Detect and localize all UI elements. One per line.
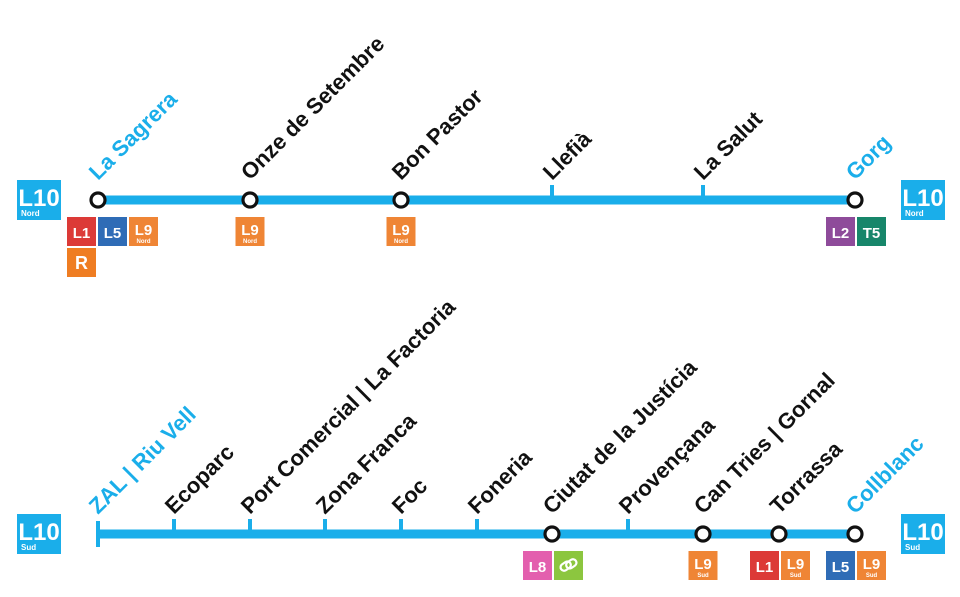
connection-badge-label: L9 <box>241 222 259 239</box>
station-name: Foc <box>387 473 432 518</box>
svg-text:Nord: Nord <box>905 209 924 218</box>
connection-badge-label: L9 <box>135 222 153 239</box>
connection-badge-label: L9 <box>694 556 712 573</box>
connection-badge-label: L9 <box>863 556 881 573</box>
connection-badge-label: L1 <box>73 225 91 242</box>
fgc-icon <box>559 558 578 572</box>
line-badge-right-south[interactable]: L10 Sud <box>901 514 945 554</box>
connection-badge-sublabel: Nord <box>394 239 408 245</box>
svg-text:L10: L10 <box>902 185 943 212</box>
connection-badge-l1-la-sagrera[interactable]: L1 <box>67 217 96 246</box>
interchange-marker <box>543 525 561 543</box>
svg-text:Sud: Sud <box>21 543 36 552</box>
connection-badge-l8-ciutat-de-la-justicia[interactable]: L8 <box>523 551 552 580</box>
connection-badge-label: L1 <box>756 559 774 576</box>
connection-badge-label: L9 <box>787 556 805 573</box>
connection-badge-label: L2 <box>832 225 850 242</box>
station-name: Can Tries | Gornal <box>689 368 840 519</box>
connection-badge-sublabel: Sud <box>697 573 709 579</box>
svg-text:L10: L10 <box>18 519 59 546</box>
connection-badge-sublabel: Sud <box>866 573 878 579</box>
connection-badge-label: T5 <box>863 225 881 242</box>
interchange-marker <box>846 525 864 543</box>
station-la-salut[interactable]: La Salut <box>689 106 768 200</box>
line-badge-left-north[interactable]: L10 Nord <box>17 180 61 220</box>
connection-badge-label: L8 <box>529 559 547 576</box>
svg-text:Sud: Sud <box>905 543 920 552</box>
connection-badge-label: R <box>75 253 88 273</box>
connection-badge-r-la-sagrera[interactable]: R <box>67 248 96 277</box>
interchange-marker <box>846 191 864 209</box>
station-name: La Salut <box>689 106 768 185</box>
station-name: Foneria <box>463 444 537 518</box>
station-name: Torrassa <box>765 436 848 519</box>
connection-badge-sublabel: Nord <box>137 239 151 245</box>
interchange-marker <box>241 191 259 209</box>
station-foc[interactable]: Foc <box>387 473 432 534</box>
station-name: Onze de Setembre <box>236 31 389 184</box>
svg-text:Nord: Nord <box>21 209 40 218</box>
connection-badge-label: L5 <box>832 559 850 576</box>
svg-text:L10: L10 <box>18 185 59 212</box>
connection-badge-label: L9 <box>392 222 410 239</box>
connection-badge-l1-torrassa[interactable]: L1 <box>750 551 779 580</box>
station-name: La Sagrera <box>84 86 183 185</box>
interchange-marker <box>392 191 410 209</box>
station-ecoparc[interactable]: Ecoparc <box>160 439 239 534</box>
interchange-marker <box>770 525 788 543</box>
station-name: Collblanc <box>841 431 929 519</box>
interchange-marker <box>89 191 107 209</box>
station-name: Gorg <box>841 130 896 185</box>
connection-badge-sublabel: Sud <box>790 573 802 579</box>
connection-badge-l2-gorg[interactable]: L2 <box>826 217 855 246</box>
station-llefia[interactable]: Llefià <box>538 126 597 200</box>
connection-badge-sublabel: Nord <box>243 239 257 245</box>
connection-badge-t5-gorg[interactable]: T5 <box>857 217 886 246</box>
connection-badge-l5-collblanc[interactable]: L5 <box>826 551 855 580</box>
station-name: Bon Pastor <box>387 84 488 185</box>
connection-badge-fgc-ciutat-de-la-justicia[interactable] <box>554 551 583 580</box>
connection-badge-label: L5 <box>104 225 122 242</box>
line-badge-right-north[interactable]: L10 Nord <box>901 180 945 220</box>
interchange-marker <box>694 525 712 543</box>
line-badge-left-south[interactable]: L10 Sud <box>17 514 61 554</box>
connection-badge-l5-la-sagrera[interactable]: L5 <box>98 217 127 246</box>
station-name: Llefià <box>538 126 597 185</box>
svg-text:L10: L10 <box>902 519 943 546</box>
station-name: Ecoparc <box>160 439 239 518</box>
station-foneria[interactable]: Foneria <box>463 444 537 534</box>
